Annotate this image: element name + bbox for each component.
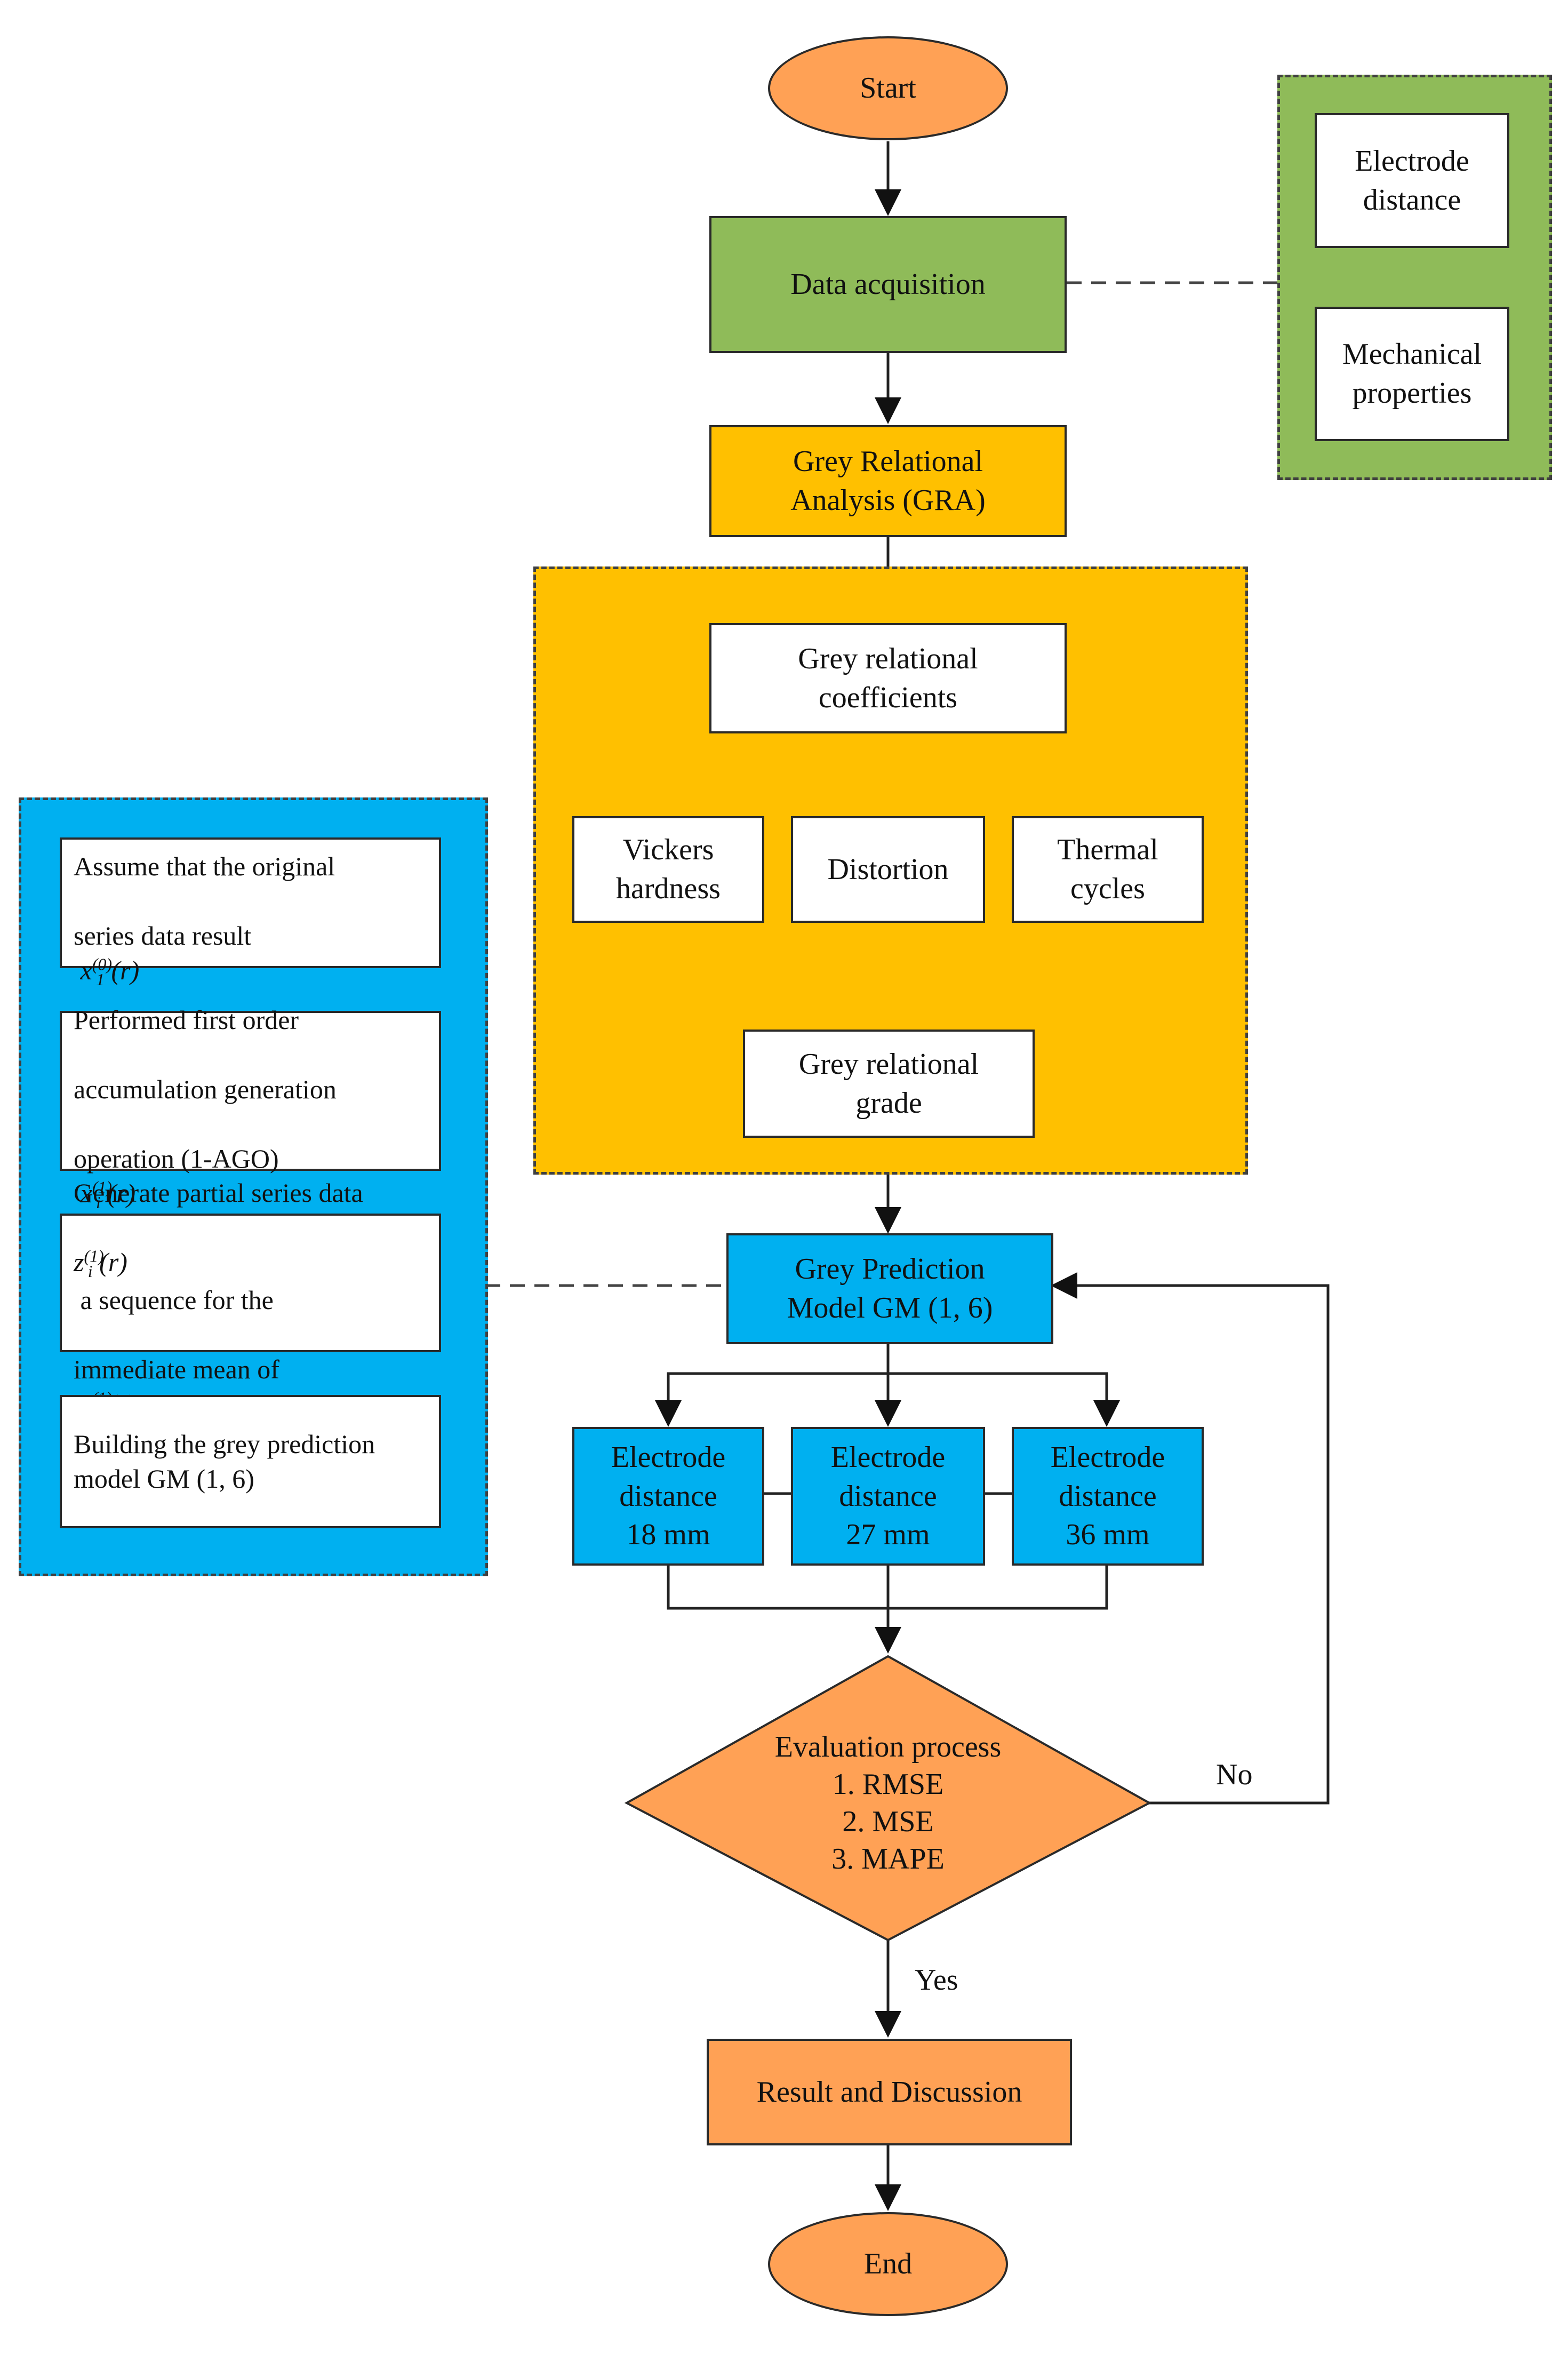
step2-line1: Performed first order: [74, 1004, 299, 1035]
step2-line3: operation (1-AGO): [74, 1143, 279, 1174]
step-build-gm-model: Building the grey prediction model GM (1…: [60, 1395, 441, 1528]
math-zi-1-r: z(1)i (r): [74, 1246, 127, 1281]
step-first-order-ago: Performed first order accumulation gener…: [60, 1005, 441, 1212]
end-node: End: [768, 2212, 1008, 2316]
math-x1-0-r: x(0)1 (r): [80, 954, 140, 990]
vickers-hardness-box: Vickers hardness: [572, 816, 764, 923]
electrode-27mm-box: Electrode distance 27 mm: [791, 1427, 985, 1566]
electrode-distance-box: Electrode distance: [1315, 113, 1509, 248]
edge-label-no: No: [1216, 1758, 1253, 1791]
distortion-box: Distortion: [791, 816, 985, 923]
step3-line2: a sequence for the: [80, 1285, 274, 1315]
grey-relational-grade-box: Grey relational grade: [743, 1030, 1035, 1138]
evaluation-item-rmse: 1. RMSE: [832, 1768, 944, 1801]
evaluation-title: Evaluation process: [774, 1730, 1002, 1763]
math-xi-1-r: x(1)i (r): [80, 1177, 136, 1212]
data-acquisition-box: Data acquisition: [709, 216, 1067, 353]
gm-model-box: Grey Prediction Model GM (1, 6): [726, 1233, 1053, 1344]
result-discussion-box: Result and Discussion: [707, 2039, 1072, 2145]
step-assume-original-series: Assume that the original series data res…: [60, 837, 441, 989]
grey-relational-coefficients-box: Grey relational coefficients: [709, 623, 1067, 733]
evaluation-item-mse: 2. MSE: [842, 1805, 934, 1838]
electrode-18mm-box: Electrode distance 18 mm: [572, 1427, 764, 1566]
evaluation-diamond: [624, 1655, 1152, 1942]
arrow-evaluation-no: [1051, 1272, 1330, 1805]
mechanical-properties-box: Mechanical properties: [1315, 307, 1509, 441]
gra-box: Grey Relational Analysis (GRA): [709, 425, 1067, 537]
step2-line2: accumulation generation: [74, 1074, 337, 1104]
step3-line3: immediate mean of: [74, 1354, 279, 1384]
step-generate-partial-series: Generate partial series data z(1)i (r) a…: [60, 1178, 441, 1423]
step1-line2: series data result: [74, 921, 252, 951]
step3-line1: Generate partial series data: [74, 1178, 363, 1208]
evaluation-text: Evaluation process 1. RMSE 2. MSE 3. MAP…: [704, 1728, 1072, 1878]
evaluation-item-mape: 3. MAPE: [831, 1842, 945, 1876]
electrode-36mm-box: Electrode distance 36 mm: [1012, 1427, 1204, 1566]
step1-line1: Assume that the original: [74, 851, 335, 882]
start-node: Start: [768, 36, 1008, 140]
thermal-cycles-box: Thermal cycles: [1012, 816, 1204, 923]
edge-label-yes: Yes: [915, 1964, 958, 1997]
